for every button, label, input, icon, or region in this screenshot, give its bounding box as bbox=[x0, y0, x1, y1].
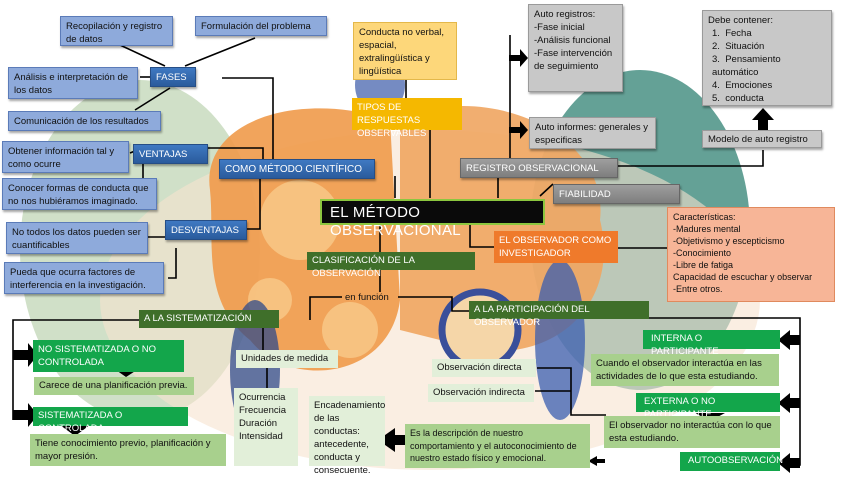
auto-informes-box: Auto informes: generales y especificas bbox=[529, 117, 656, 149]
debe-contener-item: 5. conducta bbox=[712, 93, 764, 104]
caracteristica-line: -Entre otros. bbox=[673, 284, 723, 294]
debe-contener-box: Debe contener: 1. Fecha 2. Situación 3. … bbox=[702, 10, 832, 106]
observador-investigador-node: EL OBSERVADOR COMO INVESTIGADOR bbox=[494, 231, 618, 263]
sistematizacion-node: A LA SISTEMATIZACIÓN bbox=[139, 310, 279, 328]
unidades-medida-node: Unidades de medida bbox=[236, 350, 338, 368]
unidad-item: Frecuencia bbox=[239, 405, 286, 416]
ventajas-node: VENTAJAS bbox=[133, 144, 208, 164]
unidad-item: Intensidad bbox=[239, 431, 283, 442]
observacion-indirecta: Observación indirecta bbox=[428, 384, 534, 402]
clasificacion-node: CLASIFICACIÓN DE LA OBSERVACIÓN bbox=[307, 252, 475, 279]
unidad-item: Duración bbox=[239, 418, 278, 429]
auto-registros-box: Auto registros: -Fase inicial -Análisis … bbox=[528, 4, 623, 92]
ventaja-2: Conocer formas de conducta que no nos hu… bbox=[2, 178, 157, 210]
desventaja-2: Pueda que ocurra factores de interferenc… bbox=[4, 262, 164, 294]
como-metodo-cientifico-node: COMO MÉTODO CIENTÍFICO bbox=[219, 159, 375, 179]
debe-contener-heading: Debe contener: bbox=[708, 15, 773, 26]
observacion-directa: Observación directa bbox=[432, 359, 536, 377]
unidad-item: Ocurrencia bbox=[239, 392, 286, 403]
externa-participante-node: EXTERNA O NO PARTICIPANTE bbox=[636, 393, 780, 420]
tipos-respuestas-node: TIPOS DE RESPUESTAS OBSERVABLES bbox=[352, 98, 462, 139]
debe-contener-item: 4. Emociones bbox=[712, 80, 773, 91]
main-title: EL MÉTODO OBSERVACIONAL bbox=[320, 199, 545, 239]
caracteristica-line: -Conocimiento bbox=[673, 248, 732, 258]
encadenamiento-box: Encadenamiento de las conductas: anteced… bbox=[309, 396, 385, 476]
fase-comunicacion: Comunicación de los resultados bbox=[8, 111, 161, 131]
no-sistematizada-desc: Carece de una planificación previa. bbox=[34, 377, 194, 395]
debe-contener-item: 2. Situación bbox=[712, 41, 765, 52]
auto-registros-line: Auto registros: bbox=[534, 9, 596, 20]
registro-observacional-node: REGISTRO OBSERVACIONAL bbox=[460, 158, 618, 178]
auto-registros-line: -Fase intervención de seguimiento bbox=[534, 48, 613, 72]
desventajas-node: DESVENTAJAS bbox=[165, 220, 247, 240]
caracteristicas-box: Características: -Madures mental -Objeti… bbox=[667, 207, 835, 302]
unidades-list: Ocurrencia Frecuencia Duración Intensida… bbox=[234, 388, 298, 466]
fase-formulacion: Formulación del problema bbox=[195, 16, 327, 36]
fase-recopilacion: Recopilación y registro de datos bbox=[60, 16, 173, 46]
debe-contener-item: 3. Pensamiento automático bbox=[712, 54, 781, 78]
ventaja-1: Obtener información tal y como ocurre bbox=[2, 141, 129, 173]
participacion-node: A LA PARTICIPACIÓN DEL OBSERVADOR bbox=[469, 301, 649, 328]
auto-registros-line: -Análisis funcional bbox=[534, 35, 611, 46]
fase-analisis: Análisis e interpretación de los datos bbox=[8, 67, 138, 99]
modelo-auto-registro-box: Modelo de auto registro bbox=[702, 130, 822, 148]
bg-person-right bbox=[535, 260, 585, 420]
interna-desc: Cuando el observador interactúa en las a… bbox=[591, 354, 779, 386]
debe-contener-item: 1. Fecha bbox=[712, 28, 752, 39]
fiabilidad-node: FIABILIDAD bbox=[553, 184, 680, 204]
externa-desc: El observador no interactúa con lo que e… bbox=[604, 416, 780, 448]
autoobservacion-node: AUTOOBSERVACIÓN bbox=[680, 452, 783, 471]
respuestas-detail: Conducta no verbal, espacial, extralingü… bbox=[353, 22, 457, 80]
caracteristica-line: -Madures mental bbox=[673, 224, 741, 234]
desventaja-1: No todos los datos pueden ser cuantifica… bbox=[6, 222, 148, 254]
en-funcion-label: en función bbox=[345, 292, 389, 303]
caracteristica-line: Características: bbox=[673, 212, 736, 222]
caracteristica-line: Capacidad de escuchar y observar bbox=[673, 272, 813, 282]
no-sistematizada-node: NO SISTEMATIZADA O NO CONTROLADA bbox=[33, 340, 184, 372]
sistematizada-node: SISTEMATIZADA O CONTROLADA bbox=[33, 407, 188, 434]
sistematizada-desc: Tiene conocimiento previo, planificación… bbox=[30, 434, 226, 466]
fases-node: FASES bbox=[150, 67, 196, 87]
caracteristica-line: -Libre de fatiga bbox=[673, 260, 734, 270]
interna-participante-node: INTERNA O PARTICIPANTE bbox=[643, 330, 780, 357]
caracteristica-line: -Objetivismo y escepticismo bbox=[673, 236, 785, 246]
auto-registros-line: -Fase inicial bbox=[534, 22, 585, 33]
autoobservacion-desc: Es la descripción de nuestro comportamie… bbox=[405, 424, 590, 468]
